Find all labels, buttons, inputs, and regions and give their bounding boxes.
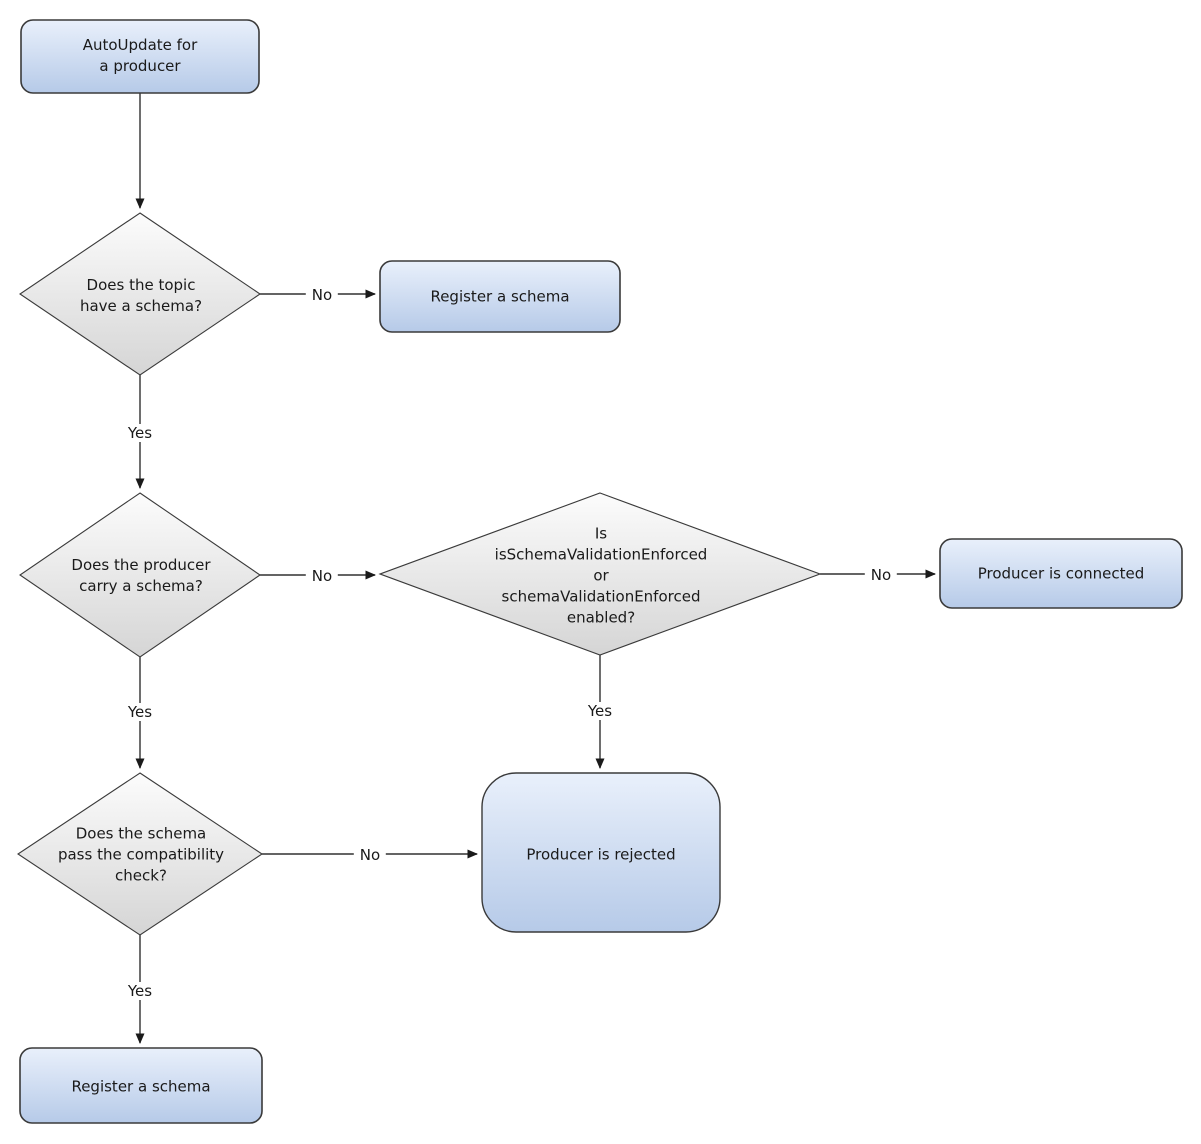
connected-box-shape: [939, 538, 1183, 609]
decision-carry-shape: [19, 492, 261, 658]
register-bottom-box-shape: [19, 1047, 263, 1124]
decision-enforced-shape: [378, 492, 822, 656]
decision-topic-shape: [19, 212, 261, 376]
register-top-box-shape: [379, 260, 621, 333]
start-box-shape: [20, 19, 260, 94]
decision-compat-shape: [17, 772, 263, 936]
rejected-box-shape: [481, 772, 721, 933]
